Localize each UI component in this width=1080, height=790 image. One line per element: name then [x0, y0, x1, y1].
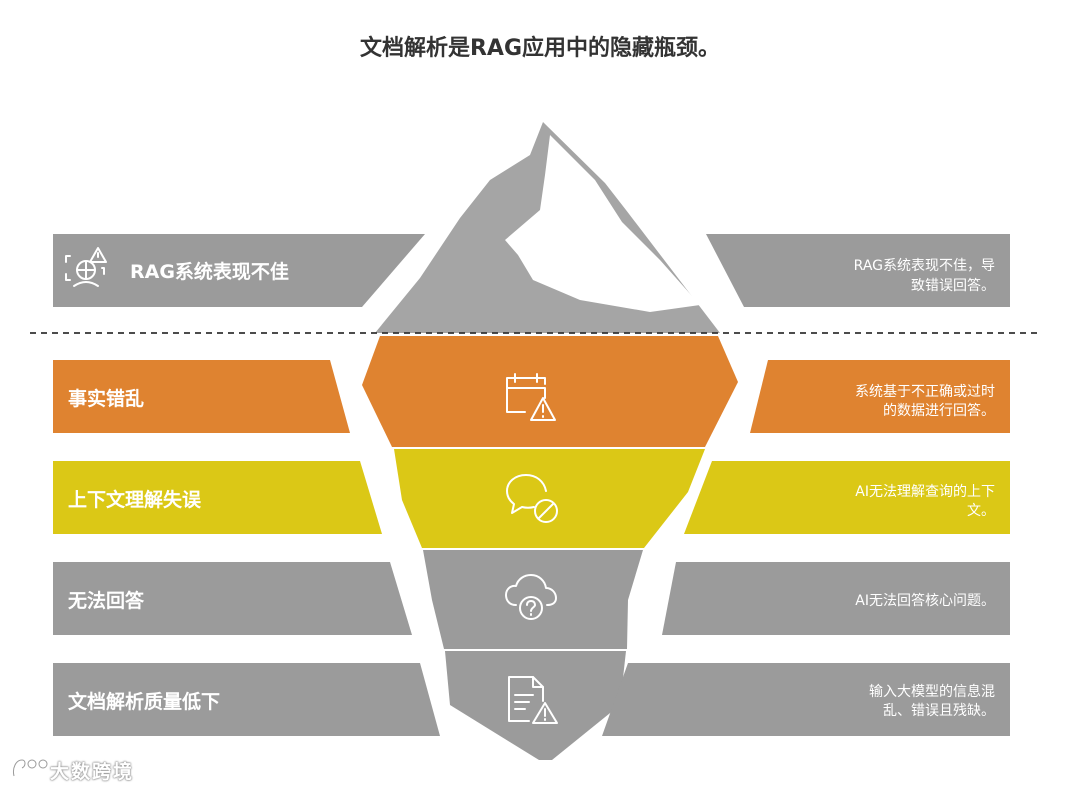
cloud-question-icon [505, 574, 557, 620]
row-3-center-band [394, 449, 705, 548]
watermark-logo-icon [12, 758, 48, 777]
row-5-left-band [53, 663, 440, 736]
document-warning-icon [508, 676, 558, 724]
row-1-desc-line-2: 致错误回答。 [911, 277, 995, 294]
row-factual-errors: 事实错乱 系统基于不正确或过时 的数据进行回答。 [53, 336, 1010, 447]
row-4-left-band [53, 562, 412, 635]
row-5-desc-line-2: 乱、错误且残缺。 [883, 703, 995, 719]
row-3-label: 上下文理解失误 [68, 488, 202, 511]
row-1-desc-line-1: RAG系统表现不佳，导 [854, 258, 995, 274]
row-3-left-band [53, 461, 382, 534]
iceberg-tip-snow [505, 135, 700, 312]
row-1-left-band [53, 234, 425, 307]
calendar-warning-icon [506, 373, 556, 421]
watermark-text: 大数跨境 [50, 761, 135, 783]
row-4-center-band [423, 550, 643, 649]
row-1-label: RAG系统表现不佳 [130, 260, 289, 283]
row-2-label: 事实错乱 [68, 387, 144, 410]
row-1-right-band [706, 234, 1010, 307]
presentation-warning-icon [65, 247, 107, 287]
row-2-desc-line-2: 的数据进行回答。 [883, 402, 995, 419]
row-2-right-band [750, 360, 1010, 433]
row-2-center-band [362, 336, 738, 447]
row-4-right-band [662, 562, 1010, 635]
row-rag-performance: RAG系统表现不佳 RAG系统表现不佳，导 致错误回答。 [53, 234, 1010, 307]
row-poor-parsing-quality: 文档解析质量低下 输入大模型的信息混 乱、错误且残缺。 [53, 651, 1010, 760]
row-2-left-band [53, 360, 350, 433]
page-title: 文档解析是RAG应用中的隐藏瓶颈。 [359, 36, 721, 61]
row-5-right-band [602, 663, 1010, 736]
row-context-misunderstanding: 上下文理解失误 AI无法理解查询的上下 文。 [53, 449, 1010, 548]
chat-blocked-icon [506, 474, 558, 523]
row-3-desc-line-1: AI无法理解查询的上下 [855, 484, 995, 500]
row-4-desc-line-1: AI无法回答核心问题。 [855, 592, 995, 609]
row-4-label: 无法回答 [68, 589, 145, 612]
row-5-label: 文档解析质量低下 [68, 690, 220, 713]
row-unable-to-answer: 无法回答 AI无法回答核心问题。 [53, 550, 1010, 649]
row-2-desc-line-1: 系统基于不正确或过时 [855, 383, 995, 400]
row-3-right-band [684, 461, 1010, 534]
row-5-center-band [445, 651, 626, 760]
row-3-desc-line-2: 文。 [967, 503, 995, 519]
row-5-desc-line-1: 输入大模型的信息混 [869, 683, 995, 700]
